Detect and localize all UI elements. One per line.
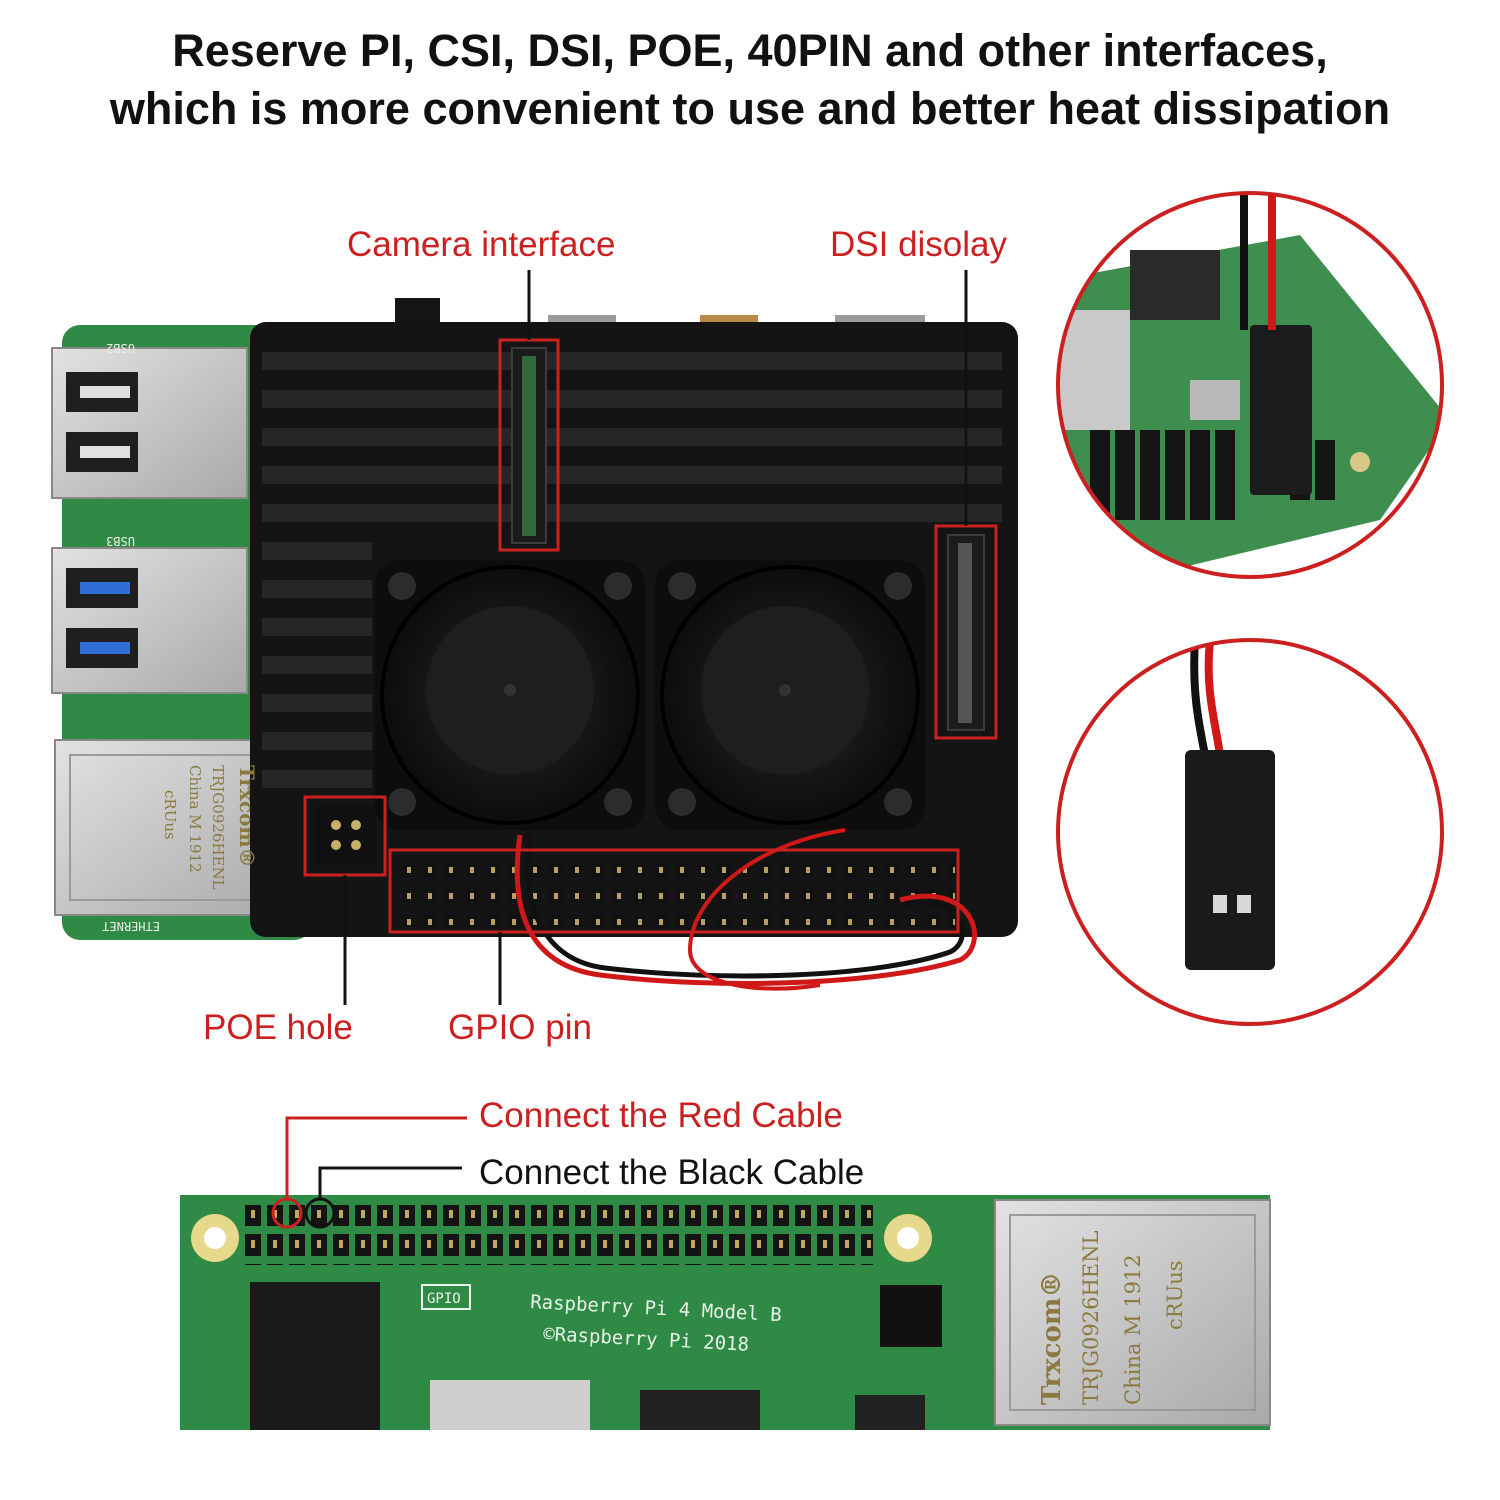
camera-interface-label: Camera interface	[347, 225, 616, 264]
headline: Reserve PI, CSI, DSI, POE, 40PIN and oth…	[0, 22, 1500, 138]
jack-cert-closeup: cRUus	[1163, 1260, 1187, 1330]
red-cable-label: Connect the Red Cable	[479, 1096, 843, 1135]
cooling-fan-left	[375, 560, 645, 830]
poe-header	[316, 805, 376, 865]
jack-part-main: TRJG0926HENL	[209, 765, 227, 890]
fan-cable-black	[525, 834, 966, 979]
headline-line-1: Reserve PI, CSI, DSI, POE, 40PIN and oth…	[172, 25, 1328, 76]
raspberry-pi-case-assembly: USB2 USB3 ETHERNET	[51, 298, 1018, 991]
leader-lines	[343, 270, 968, 1005]
jack-part-closeup: TRJG0926HENL	[1079, 1231, 1103, 1405]
usb2-silk: USB2	[106, 341, 135, 355]
gpio-highlight	[388, 848, 960, 934]
heatsink-fins	[262, 352, 1002, 788]
gpio-pin-label: GPIO pin	[448, 1008, 592, 1047]
usb2-port-block	[51, 347, 248, 499]
gpio-silk-tag: GPIO	[427, 1291, 461, 1307]
headline-line-2: which is more convenient to use and bett…	[109, 83, 1391, 134]
black-cable-label: Connect the Black Cable	[479, 1153, 865, 1192]
fan-cable-red	[514, 834, 977, 986]
jack-origin-closeup: China M 1912	[1121, 1254, 1145, 1405]
closeup-ethernet-jack	[994, 1199, 1271, 1426]
jack-brand-closeup: Trxcom®	[1037, 1272, 1067, 1405]
cooling-fan-right	[655, 560, 925, 830]
jack-cert-main: cRUus	[161, 790, 179, 840]
closeup-gpio-header	[245, 1205, 873, 1265]
wire-black-top	[1240, 193, 1248, 330]
poe-hole-label: POE hole	[203, 1008, 353, 1047]
ethernet-silk: ETHERNET	[102, 919, 160, 933]
usb3-port-block	[51, 547, 248, 694]
jack-brand-main: Trxcom®	[235, 765, 259, 868]
usb3-silk: USB3	[106, 534, 135, 548]
dsi-display-label: DSI disolay	[830, 225, 1008, 264]
gpio-header	[395, 855, 955, 927]
jack-origin-main: China M 1912	[186, 765, 204, 873]
dupont-plug-top	[1250, 325, 1312, 495]
zoom-inset-dupont-plug	[1056, 638, 1444, 1026]
board-closeup	[180, 1116, 1271, 1430]
wire-red-top	[1268, 193, 1276, 330]
zoom-inset-gpio-connection	[1056, 191, 1444, 579]
